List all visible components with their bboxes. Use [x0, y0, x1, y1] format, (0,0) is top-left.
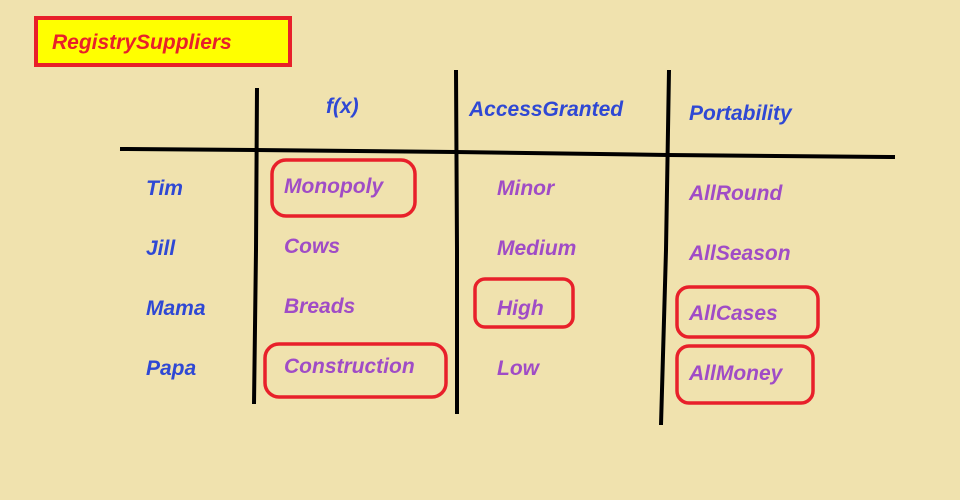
fx-value-mama: Breads: [284, 295, 356, 318]
row-name-papa: Papa: [146, 357, 197, 380]
row-name-tim: Tim: [146, 177, 183, 200]
access-value-jill: Medium: [497, 237, 577, 260]
title-box: RegistrySuppliers: [34, 16, 292, 67]
separator-line-3: [659, 69, 671, 426]
access-value-papa: Low: [497, 357, 539, 380]
fx-value-jill: Cows: [284, 235, 341, 258]
access-value-mama: High: [497, 297, 544, 320]
separator-line-2: [454, 69, 459, 414]
row-name-jill: Jill: [146, 237, 176, 260]
column-header-fx: f(x): [326, 95, 359, 118]
portability-value-mama: AllCases: [689, 302, 778, 325]
column-header-portability: Portability: [689, 102, 792, 125]
fx-value-papa: Construction: [284, 355, 415, 378]
column-header-accessgranted: AccessGranted: [469, 98, 624, 121]
highlight-allmoney: [675, 344, 815, 405]
portability-value-jill: AllSeason: [689, 242, 791, 265]
highlight-monopoly: [270, 158, 417, 218]
diagram-title: RegistrySuppliers: [52, 31, 232, 54]
highlight-allcases: [675, 285, 820, 339]
highlight-construction: [263, 342, 448, 399]
access-value-tim: Minor: [497, 177, 555, 200]
portability-value-papa: AllMoney: [689, 362, 783, 385]
highlight-high: [473, 277, 575, 329]
portability-value-tim: AllRound: [689, 182, 783, 205]
separator-line-1: [252, 87, 259, 405]
fx-value-tim: Monopoly: [284, 175, 384, 198]
row-name-mama: Mama: [146, 297, 206, 320]
header-rule: [119, 147, 896, 159]
